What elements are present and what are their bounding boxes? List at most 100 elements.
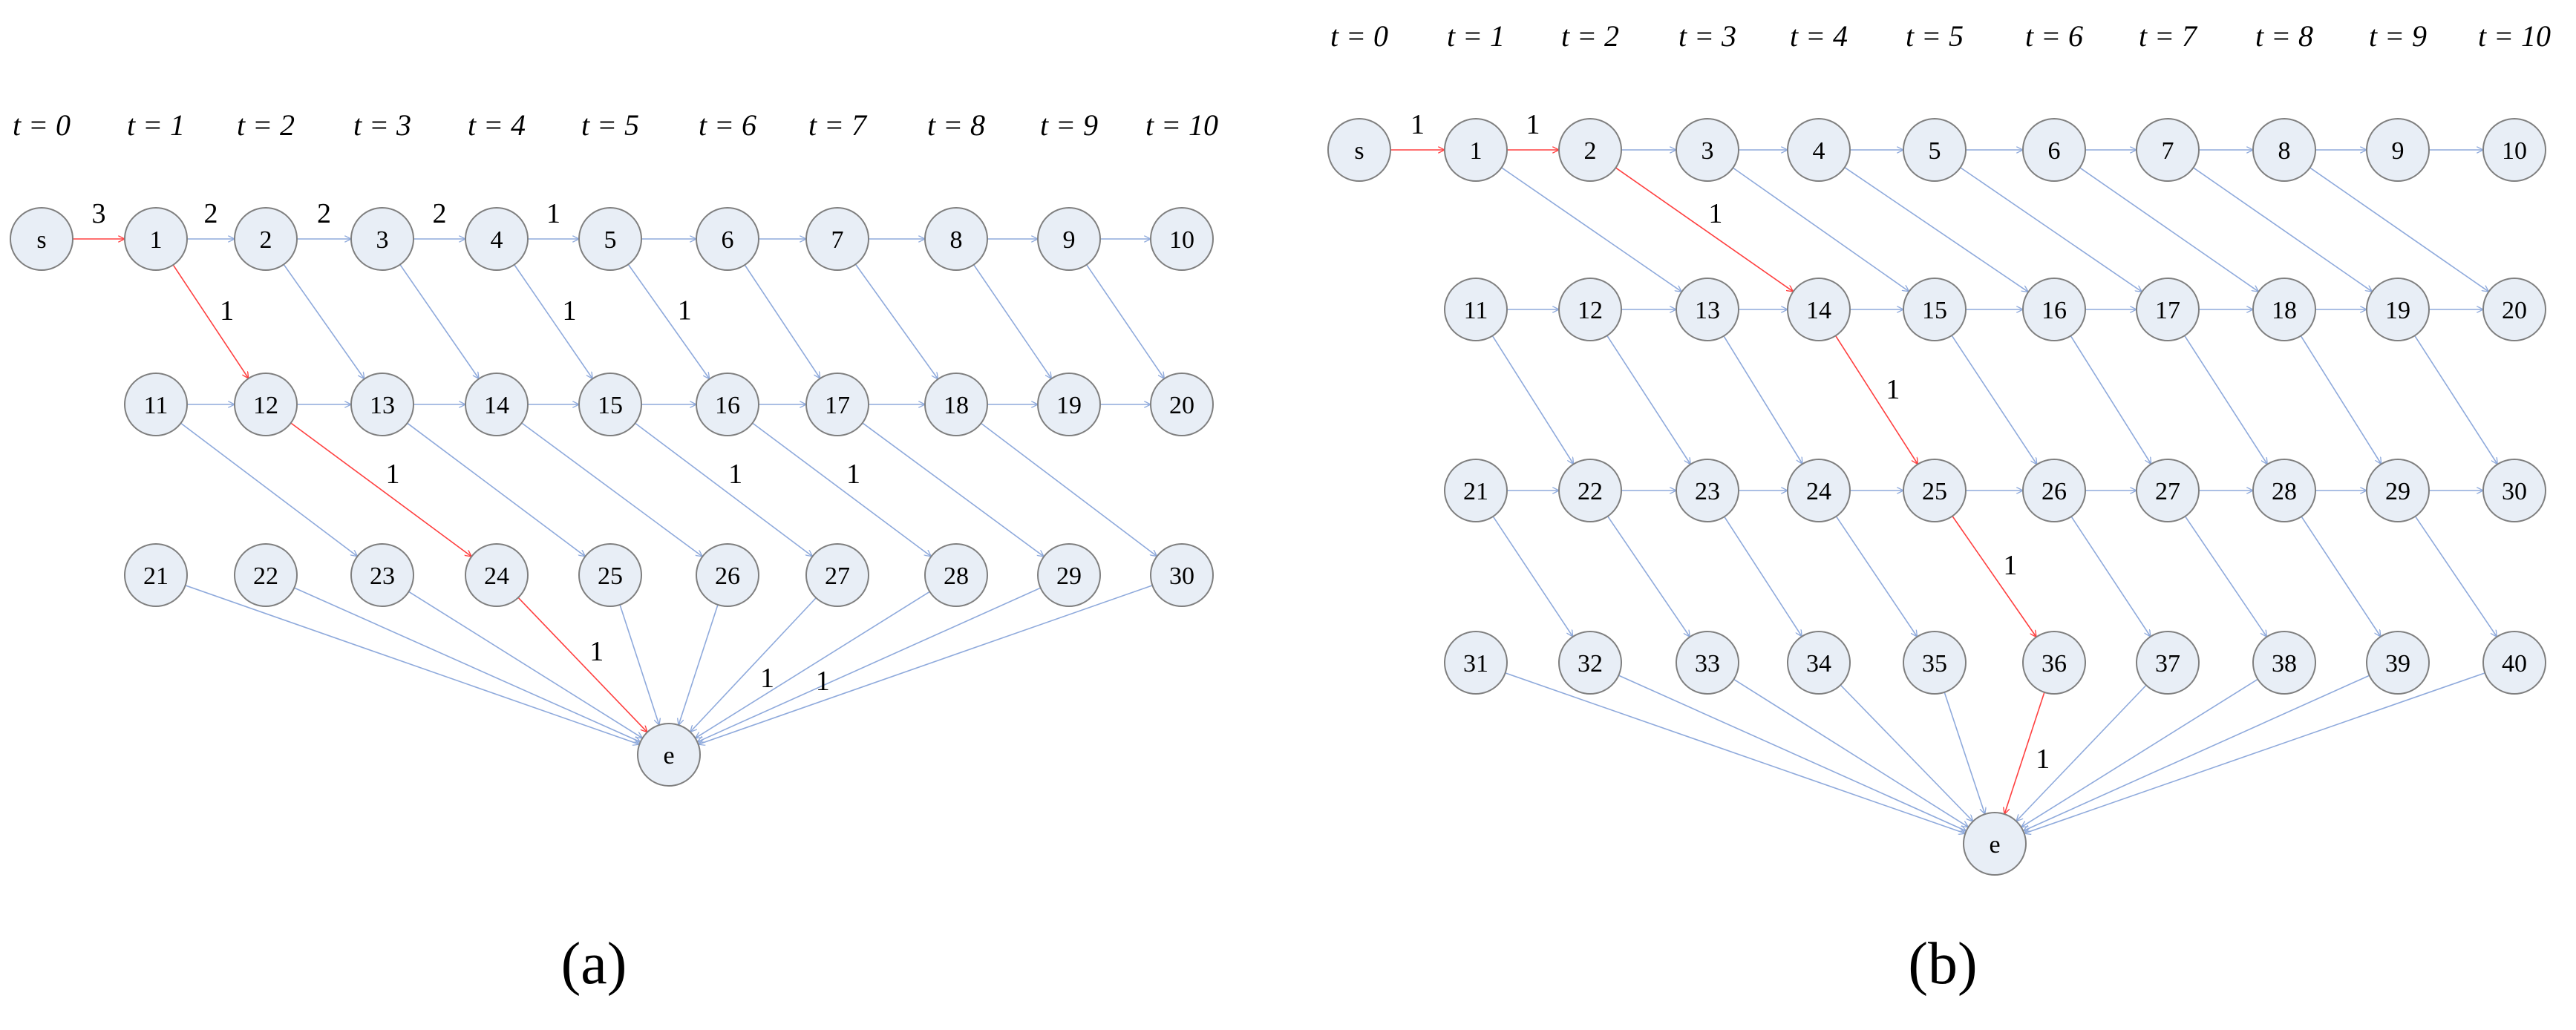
node-label: 10 — [2502, 137, 2527, 165]
node-label: 14 — [484, 392, 509, 419]
time-label: t = 6 — [699, 108, 756, 142]
node-label: 24 — [1806, 478, 1831, 505]
node-circle — [465, 373, 529, 436]
node-circle — [1903, 631, 1967, 695]
node-circle — [1903, 118, 1967, 182]
edges — [73, 239, 1164, 744]
node-circle — [2022, 118, 2086, 182]
node-label: 22 — [253, 562, 278, 590]
time-label: t = 3 — [353, 108, 411, 142]
edge-21-e — [185, 585, 640, 744]
node-36: 36 — [2022, 631, 2086, 695]
edge-26-37 — [2070, 516, 2151, 637]
node-label: 6 — [722, 226, 734, 254]
node-circle — [1444, 459, 1508, 522]
path-edge-2-14 — [1615, 167, 1793, 292]
edge-15-27 — [635, 422, 813, 557]
node-label: 31 — [1463, 650, 1488, 678]
node-circle — [350, 373, 414, 436]
edge-32-e — [1618, 675, 1966, 831]
edge-30-e — [699, 585, 1153, 744]
edge-37-e — [2016, 684, 2147, 821]
node-18: 18 — [924, 373, 988, 436]
node-label: 16 — [715, 392, 740, 419]
edge-weight-label: 2 — [433, 198, 447, 229]
node-circle — [2482, 459, 2546, 522]
node-23: 23 — [1676, 459, 1739, 522]
node-circle — [924, 207, 988, 271]
node-circle — [1787, 278, 1851, 341]
node-circle — [578, 373, 642, 436]
node-label: 17 — [2155, 297, 2180, 324]
node-label: 5 — [1929, 137, 1941, 165]
node-label: 9 — [2392, 137, 2405, 165]
node-label: 40 — [2502, 650, 2527, 678]
edge-22-33 — [1606, 516, 1690, 637]
edge-weight-label: 1 — [678, 295, 692, 326]
edge-22-e — [294, 587, 640, 742]
node-label: 10 — [1169, 226, 1194, 254]
edge-33-e — [1733, 678, 1969, 827]
time-label: t = 3 — [1678, 19, 1736, 53]
edge-weight-label: 1 — [1410, 109, 1425, 140]
node-circle — [1037, 373, 1101, 436]
node-13: 13 — [350, 373, 414, 436]
node-circle — [1963, 812, 2027, 876]
node-circle — [1787, 631, 1851, 695]
node-8: 8 — [2252, 118, 2316, 182]
edge-weight-label: 1 — [562, 295, 576, 327]
edge-8-20 — [2309, 167, 2489, 292]
node-label: 17 — [825, 392, 850, 419]
node-label: 24 — [484, 562, 509, 590]
node-20: 20 — [1150, 373, 1214, 436]
node-label: 39 — [2385, 650, 2410, 678]
node-19: 19 — [1037, 373, 1101, 436]
node-s: s — [1327, 118, 1391, 182]
time-label: t = 2 — [1561, 19, 1619, 53]
node-circle — [578, 543, 642, 607]
edge-34-e — [1840, 684, 1972, 821]
edge-31-e — [1505, 672, 1966, 833]
node-13: 13 — [1676, 278, 1739, 341]
edge-13-25 — [407, 422, 586, 557]
node-circle — [1676, 278, 1739, 341]
node-circle — [2366, 631, 2430, 695]
node-circle — [234, 207, 298, 271]
edge-35-e — [1944, 692, 1985, 814]
time-label: t = 8 — [927, 108, 985, 142]
node-circle — [1787, 118, 1851, 182]
node-label: 29 — [1056, 562, 1082, 590]
time-label: t = 4 — [468, 108, 526, 142]
edge-12-23 — [1606, 335, 1690, 464]
node-label: 22 — [1578, 478, 1603, 505]
node-circle — [124, 207, 188, 271]
node-39: 39 — [2366, 631, 2430, 695]
node-circle — [124, 373, 188, 436]
edge-weight-label: 1 — [760, 663, 774, 694]
node-circle — [350, 543, 414, 607]
edge-26-e — [679, 604, 719, 725]
node-label: 8 — [2278, 137, 2291, 165]
node-label: 26 — [2041, 478, 2067, 505]
edge-weight-label: 2 — [204, 198, 218, 229]
node-circle — [1558, 631, 1622, 695]
node-24: 24 — [1787, 459, 1851, 522]
node-circle — [465, 543, 529, 607]
node-label: 20 — [1169, 392, 1194, 419]
node-7: 7 — [805, 207, 869, 271]
edge-weight-label: 1 — [1886, 374, 1900, 405]
time-label: t = 1 — [1447, 19, 1505, 53]
node-label: 25 — [598, 562, 623, 590]
edge-23-34 — [1724, 516, 1802, 636]
node-circle — [1150, 543, 1214, 607]
node-28: 28 — [2252, 459, 2316, 522]
node-28: 28 — [924, 543, 988, 607]
node-label: 2 — [1584, 137, 1597, 165]
node-15: 15 — [1903, 278, 1967, 341]
node-22: 22 — [1558, 459, 1622, 522]
node-6: 6 — [2022, 118, 2086, 182]
node-label: 26 — [715, 562, 740, 590]
node-circle — [1676, 459, 1739, 522]
node-circle — [2252, 278, 2316, 341]
